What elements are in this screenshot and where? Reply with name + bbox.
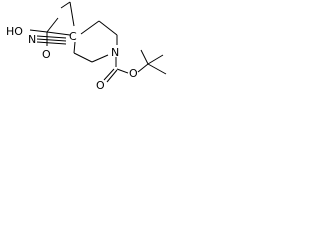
bond-ring-6 <box>73 41 76 54</box>
bond-ch2-acid <box>46 17 59 33</box>
atom-label-carbamate-o-ester: O <box>129 67 138 80</box>
bond-tbu-me-1 <box>147 54 164 65</box>
bond-ring-4 <box>91 54 109 63</box>
bond-carbonyl-o-ester <box>116 68 129 74</box>
atom-label-acid-o: O <box>42 48 51 61</box>
atom-labels: HO N O C N O O <box>6 25 138 90</box>
bond-nitrile-2 <box>36 38 67 42</box>
bond-ring-2 <box>98 20 118 36</box>
bond-acid-c-quaternary <box>46 31 71 36</box>
bond-acid-c-oh <box>29 29 48 33</box>
bond-tbu-me-3 <box>140 49 149 65</box>
bond-lines <box>29 1 167 83</box>
atom-label-carbamate-o-double: O <box>96 79 105 90</box>
molecule-structure-drawing: HO N O C N O O <box>6 1 167 90</box>
atom-label-ring-n: N <box>111 46 119 59</box>
bond-carbonyl-o-2 <box>106 69 118 83</box>
atom-label-quaternary-c: C <box>69 30 77 43</box>
bond-ring-5 <box>73 52 93 63</box>
bond-nitrile-1 <box>36 35 67 39</box>
bond-quaternary-ethyl <box>69 1 75 27</box>
bond-tbu-me-2 <box>147 63 167 75</box>
bond-carbonyl-o-1 <box>103 68 115 81</box>
atom-label-nitrile-n: N <box>28 33 36 46</box>
bond-ethyl-ch2-ch3 <box>60 1 71 9</box>
bond-ring-1 <box>80 20 100 35</box>
bond-nitrile-3 <box>36 41 67 45</box>
atom-label-hydroxyl: HO <box>6 25 23 38</box>
bond-o-tbu <box>137 63 149 73</box>
